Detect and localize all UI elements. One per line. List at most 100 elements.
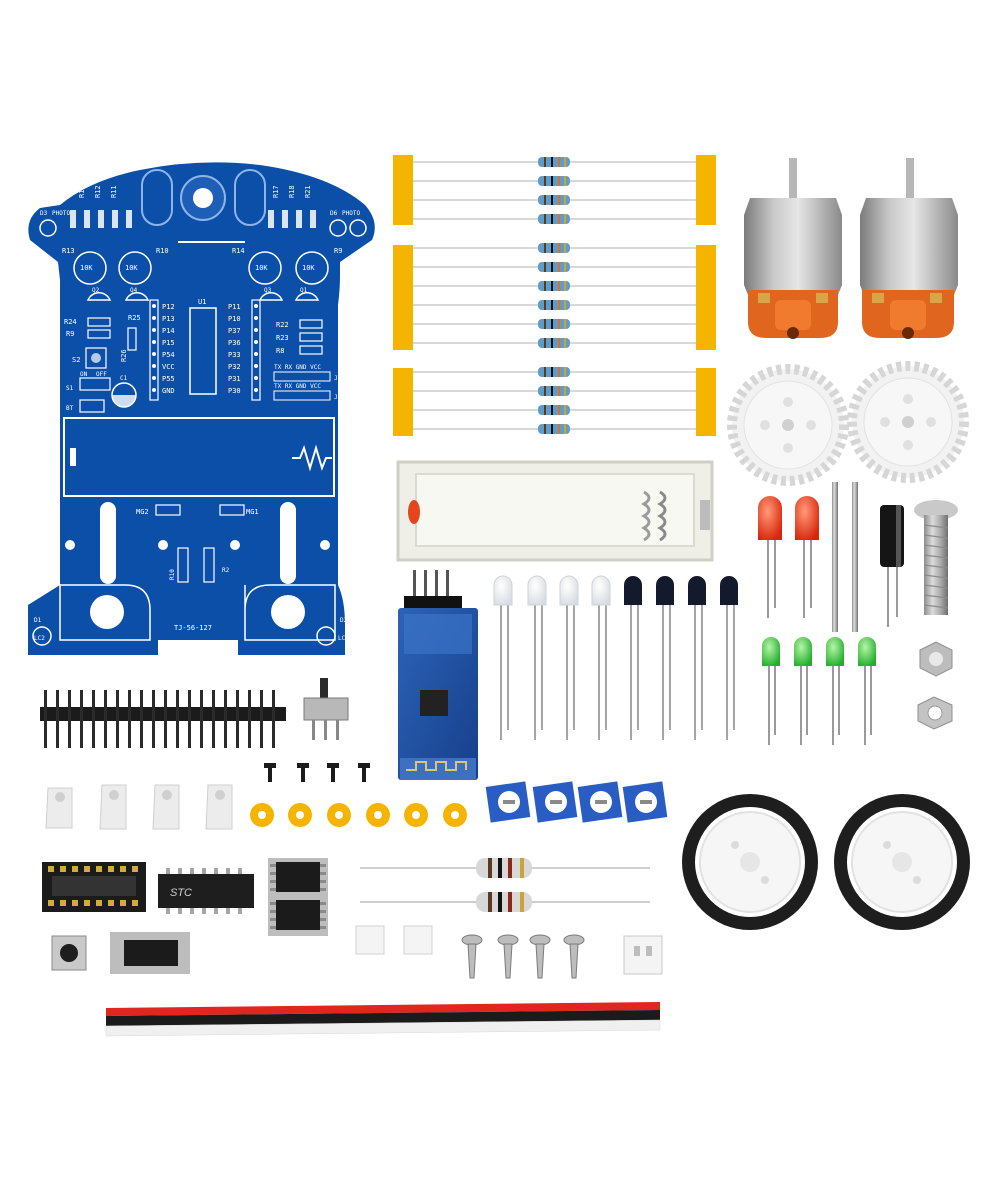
label-s1: S1: [66, 385, 74, 392]
resistor-band: [558, 338, 560, 348]
header-pin: [116, 690, 119, 748]
label-mg1: MG1: [246, 508, 259, 516]
resistor-band: [551, 338, 553, 348]
resistor-band: [544, 300, 546, 310]
metal-axle-rods: [832, 482, 858, 632]
resistor-band: [551, 157, 553, 167]
driver-ic-pair: [268, 858, 328, 936]
pin-label: P14: [162, 327, 175, 335]
label-d2: D2: [340, 617, 348, 624]
resistor-band: [551, 405, 553, 415]
resistor-band: [544, 281, 546, 291]
resistor-band: [544, 262, 546, 272]
header-pin: [44, 690, 47, 748]
label-r11: R11: [110, 185, 118, 198]
label-10k-3: 10K: [255, 264, 268, 272]
header-pin: [128, 690, 131, 748]
bluetooth-module: [398, 570, 478, 780]
label-on: ON: [80, 371, 88, 378]
pcb-chassis-board: R19 R12 R11 R17 R18 R21 D3 PHOTO D6 PHOT…: [28, 162, 375, 655]
resistor-band: [564, 243, 566, 253]
label-u1: U1: [198, 298, 206, 306]
pin-label: P32: [228, 363, 241, 371]
label-d6: D6: [330, 210, 338, 217]
resistor-band: [544, 195, 546, 205]
pin-label: P10: [228, 315, 241, 323]
resistor-band: [564, 300, 566, 310]
label-q1: Q1: [300, 287, 308, 294]
resistor-band: [564, 176, 566, 186]
label-r14: R14: [232, 247, 245, 255]
pin-label: P31: [228, 375, 241, 383]
header-pin: [140, 690, 143, 748]
resistor-band: [558, 424, 560, 434]
resistor-band: [544, 338, 546, 348]
header-pin: [152, 690, 155, 748]
slide-switch: [303, 678, 349, 740]
wheel-right: [834, 794, 970, 930]
resistor-band: [558, 176, 560, 186]
label-10k-1: 10K: [80, 264, 93, 272]
label-r10: R10: [156, 247, 169, 255]
pin-label: P36: [228, 339, 241, 347]
resistor-band: [564, 386, 566, 396]
resistor-band: [544, 243, 546, 253]
wheel-left: [682, 794, 818, 930]
resistor-band: [558, 214, 560, 224]
resistor-band: [558, 405, 560, 415]
label-10k-2: 10K: [125, 264, 138, 272]
label-q2: Q2: [92, 287, 100, 294]
resistor-rows: [413, 157, 696, 434]
pin-label: P13: [162, 315, 175, 323]
header-pin: [224, 690, 227, 748]
resistor-band: [544, 367, 546, 377]
nylon-clips: [45, 784, 233, 830]
tri-color-wire: [105, 1002, 661, 1037]
led-clear-and-ir-row: [493, 575, 738, 740]
header-pin: [188, 690, 191, 748]
label-r10b: R10: [169, 569, 176, 580]
header-pin: [260, 690, 263, 748]
label-photo-left: PHOTO: [52, 210, 70, 217]
label-j1: J1: [334, 375, 342, 382]
stc-microcontroller: STC: [158, 868, 254, 914]
label-d3: D3: [40, 210, 48, 217]
resistor-band: [551, 386, 553, 396]
label-r25: R25: [128, 314, 141, 322]
resistor-band: [558, 319, 560, 329]
resistor-band: [551, 243, 553, 253]
battery-holder: [396, 460, 714, 562]
resistor-band: [558, 243, 560, 253]
led-red-pair: [758, 496, 819, 618]
label-r8: R8: [276, 347, 284, 355]
label-r22: R22: [276, 321, 289, 329]
resistor-band: [564, 195, 566, 205]
label-r9: R9: [334, 247, 342, 255]
electrolytic-capacitor: [880, 505, 904, 627]
resistor-band: [551, 195, 553, 205]
nuts: [917, 641, 953, 730]
dc-motor-left: [744, 158, 842, 339]
pin-label: GND: [162, 387, 175, 395]
label-q4: Q4: [130, 287, 138, 294]
pcb-left-pin-labels: P12 P13 P14 P15 P54 VCC P55 GND: [162, 303, 175, 395]
resistor-band: [551, 319, 553, 329]
header-pin: [272, 690, 275, 748]
pin-label: P12: [162, 303, 175, 311]
resistor-band: [558, 386, 560, 396]
label-d1: D1: [34, 617, 42, 624]
tactile-push-button: [51, 935, 87, 971]
header-pin: [248, 690, 251, 748]
resistor-band: [551, 367, 553, 377]
label-r2: R2: [222, 567, 230, 574]
label-r9b: R9: [66, 330, 74, 338]
resistor-band: [558, 300, 560, 310]
resistor-band: [564, 214, 566, 224]
header-pin: [56, 690, 59, 748]
label-r26: R26: [120, 349, 128, 362]
label-off: OFF: [96, 371, 107, 378]
header-pin: [68, 690, 71, 748]
small-black-screws: [264, 763, 370, 782]
jst-connectors: [355, 925, 663, 975]
